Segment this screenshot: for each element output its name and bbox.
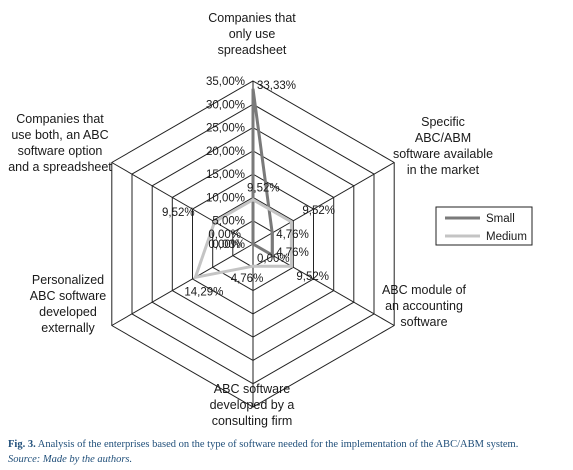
axis-spoke (252, 243, 395, 326)
radial-tick-label: 10,00% (206, 192, 245, 204)
data-label-small: 33,33% (257, 80, 296, 92)
axis-label-line: ABC software (30, 289, 106, 303)
axis-label-line: Companies that (16, 112, 104, 126)
data-label-medium: 9,52% (247, 183, 280, 195)
radar-series (193, 88, 293, 280)
axis-label-line: ABC/ABM (415, 131, 471, 145)
data-label-small: 4,76% (276, 229, 309, 241)
radial-tick-labels: 0,00%5,00%10,00%15,00%20,00%25,00%30,00%… (206, 76, 245, 251)
data-labels: 33,33%4,76%4,76%0,00%0,00%0,00%9,52%9,52… (162, 80, 335, 298)
data-label-small: 4,76% (276, 247, 309, 259)
figure-caption: Fig. 3. Analysis of the enterprises base… (8, 437, 568, 467)
data-label-medium: 4,76% (231, 273, 264, 285)
axis-spoke (111, 243, 254, 326)
legend-label-medium: Medium (486, 231, 527, 243)
radial-tick-label: 20,00% (206, 146, 245, 158)
caption-text: Analysis of the enterprises based on the… (35, 439, 519, 450)
axis-label-line: Personalized (32, 273, 104, 287)
data-label-small: 0,00% (208, 229, 241, 241)
axis-label-line: ABC module of (382, 283, 467, 297)
axis-spoke (252, 162, 395, 245)
axis-label-line: in the market (407, 163, 480, 177)
radial-tick-label: 15,00% (206, 169, 245, 181)
axis-label-line: Companies that (208, 11, 296, 25)
axis-label-line: Specific (421, 115, 465, 129)
series-line-small (251, 88, 274, 258)
radial-tick-label: 0,00% (212, 239, 245, 251)
radial-tick-label: 25,00% (206, 123, 245, 135)
radar-spokes (111, 81, 395, 407)
axis-label-line: an accounting (385, 299, 463, 313)
axis-labels: Companies that only use spreadsheetSpecifi… (8, 11, 493, 428)
axis-label-line: developed (39, 305, 97, 319)
axis-label-line: software (400, 315, 447, 329)
axis-label: Companies that use both, an ABC software o… (8, 112, 112, 174)
axis-label: ABC module of an accounting software (382, 283, 467, 329)
axis-label-line: software available (393, 147, 493, 161)
axis-label: ABC software developed by a consulting fir… (210, 382, 295, 428)
data-label-medium: 14,29% (184, 286, 223, 298)
axis-label-line: consulting firm (212, 414, 293, 428)
radial-tick-label: 35,00% (206, 76, 245, 88)
data-label-small: 0,00% (257, 253, 290, 265)
axis-label-line: only use (229, 27, 276, 41)
legend-box (435, 206, 533, 246)
axis-label-line: use both, an ABC (11, 128, 108, 142)
data-label-small: 0,00% (208, 239, 241, 251)
data-label-medium: 9,52% (302, 205, 335, 217)
axis-label-line: externally (41, 321, 95, 335)
data-label-medium: 9,52% (162, 207, 195, 219)
legend-label-small: Small (486, 213, 515, 225)
radial-tick-label: 5,00% (212, 216, 245, 228)
caption-source: Source: Made by the authors. (8, 454, 133, 465)
data-label-medium: 9,52% (296, 271, 329, 283)
axis-label: Companies that only use spreadsheet (208, 11, 296, 57)
axis-spoke (111, 162, 254, 245)
radial-tick-label: 30,00% (206, 99, 245, 111)
axis-label-line: ABC software (214, 382, 290, 396)
axis-label-line: spreadsheet (218, 43, 287, 57)
axis-label-line: software option (18, 144, 103, 158)
series-line-medium (193, 197, 293, 280)
caption-figure-number: Fig. 3. (8, 439, 36, 450)
axis-label-line: and a spreadsheet (8, 160, 112, 174)
axis-label-line: developed by a (210, 398, 295, 412)
